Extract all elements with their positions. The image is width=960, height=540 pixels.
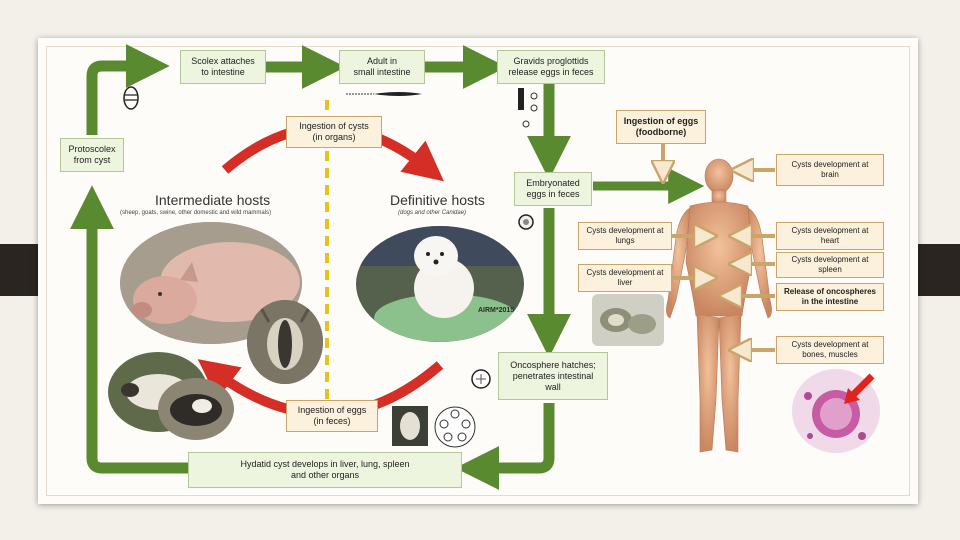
brain-box: Cysts development at brain	[776, 154, 884, 186]
proglottid-eggs-icon	[518, 88, 538, 128]
bones-box: Cysts development at bones, muscles	[776, 336, 884, 364]
liver-cyst-photo	[592, 294, 664, 346]
heart-line2: heart	[820, 236, 840, 245]
cycle-arrow-to-hydatid	[455, 403, 555, 490]
liver-box: Cysts development at liver	[578, 264, 672, 292]
step-hydatid-line2: and other organs	[290, 470, 360, 480]
spleen-line2: spleen	[818, 265, 842, 274]
foodborne-box: Ingestion of eggs (foodborne)	[616, 110, 706, 144]
red-pointer-arrow	[849, 373, 875, 399]
goat-drawing	[247, 300, 323, 384]
pig-drawing	[120, 222, 302, 344]
protoscolex-photo-icon	[392, 406, 428, 446]
cycle-arrow-loop	[70, 185, 240, 474]
ingestion-cysts-line2: (in organs)	[312, 132, 356, 142]
ingestion-eggs-box: Ingestion of eggs (in feces)	[286, 400, 378, 432]
step-oncosphere-line2: penetrates intestinal	[512, 370, 594, 381]
heart-line1: Cysts development at	[791, 226, 869, 235]
step-oncosphere-line1: Oncosphere hatches;	[510, 359, 596, 370]
intermediate-hosts-subtitle: (sheep, goats, swine, other domestic and…	[120, 210, 272, 216]
step-gravid-line1: Gravids proglottids	[513, 56, 589, 66]
ingestion-eggs-line2: (in feces)	[313, 416, 351, 426]
cattle-drawing	[158, 378, 234, 440]
step-adult-line1: Adult in	[366, 56, 398, 66]
step-protoscolex-line1: Protoscolex	[68, 144, 116, 154]
spleen-line1: Cysts development at	[791, 255, 869, 264]
image-watermark: AIRM*2015	[478, 307, 515, 314]
step-oncosphere: Oncosphere hatches; penetrates intestina…	[498, 352, 608, 400]
step-scolex-line1: Scolex attaches	[191, 56, 255, 66]
hydatid-cyst-icon	[434, 406, 476, 448]
bones-line2: bones, muscles	[802, 350, 858, 359]
step-embryonated-line1: Embryonated	[526, 178, 580, 188]
worm-scolex-icon	[123, 86, 139, 110]
ingestion-cysts-line1: Ingestion of cysts	[299, 121, 369, 131]
egg-icon	[518, 214, 534, 230]
liver-line1: Cysts development at	[586, 268, 664, 277]
human-body	[666, 158, 772, 453]
step-gravid: Gravids proglottids release eggs in fece…	[497, 50, 605, 84]
step-scolex: Scolex attaches to intestine	[180, 50, 266, 84]
release-line1: Release of oncospheres	[783, 287, 877, 296]
step-embryonated-line2: eggs in feces	[526, 189, 580, 199]
step-embryonated: Embryonated eggs in feces	[514, 172, 592, 206]
cattle-photo	[158, 378, 234, 440]
step-protoscolex-line2: from cyst	[73, 155, 111, 165]
ingestion-cysts-box: Ingestion of cysts (in organs)	[286, 116, 382, 148]
histology-micrograph	[792, 369, 880, 453]
bones-line1: Cysts development at	[791, 340, 869, 349]
step-adult: Adult in small intestine	[339, 50, 425, 84]
step-scolex-line2: to intestine	[201, 67, 245, 77]
dog-drawing	[356, 226, 524, 342]
step-gravid-line2: release eggs in feces	[508, 67, 594, 77]
liver-line2: liver	[617, 278, 633, 287]
release-line2: in the intestine	[801, 297, 859, 306]
cycle-arrow-to-scolex	[86, 44, 170, 135]
spleen-box: Cysts development at spleen	[776, 252, 884, 278]
oncosphere-icon	[471, 369, 491, 389]
heart-box: Cysts development at heart	[776, 222, 884, 250]
release-box: Release of oncospheres in the intestine	[776, 283, 884, 311]
adult-tapeworm-icon	[346, 92, 422, 96]
lungs-line1: Cysts development at	[586, 226, 664, 235]
intermediate-hosts-title: Intermediate hosts	[155, 192, 271, 208]
lungs-line2: lungs	[615, 236, 635, 245]
step-adult-line2: small intestine	[353, 67, 411, 77]
step-protoscolex: Protoscolex from cyst	[60, 138, 124, 172]
foodborne-line1: Ingestion of eggs	[623, 116, 699, 126]
lungs-box: Cysts development at lungs	[578, 222, 672, 250]
definitive-hosts-subtitle: (dogs and other Canidae)	[398, 210, 467, 216]
step-oncosphere-line3: wall	[545, 381, 561, 392]
definitive-hosts-title: Definitive hosts	[390, 192, 485, 208]
step-hydatid-line1: Hydatid cyst develops in liver, lung, sp…	[240, 459, 410, 469]
pig-photo	[120, 222, 302, 344]
brain-line1: Cysts development at	[791, 160, 869, 169]
step-hydatid: Hydatid cyst develops in liver, lung, sp…	[188, 452, 462, 488]
ingestion-eggs-line1: Ingestion of eggs	[297, 405, 367, 415]
dog-photo	[356, 226, 524, 342]
goat-photo	[247, 300, 323, 384]
foodborne-line2: (foodborne)	[635, 127, 687, 137]
brain-line2: brain	[821, 170, 839, 179]
